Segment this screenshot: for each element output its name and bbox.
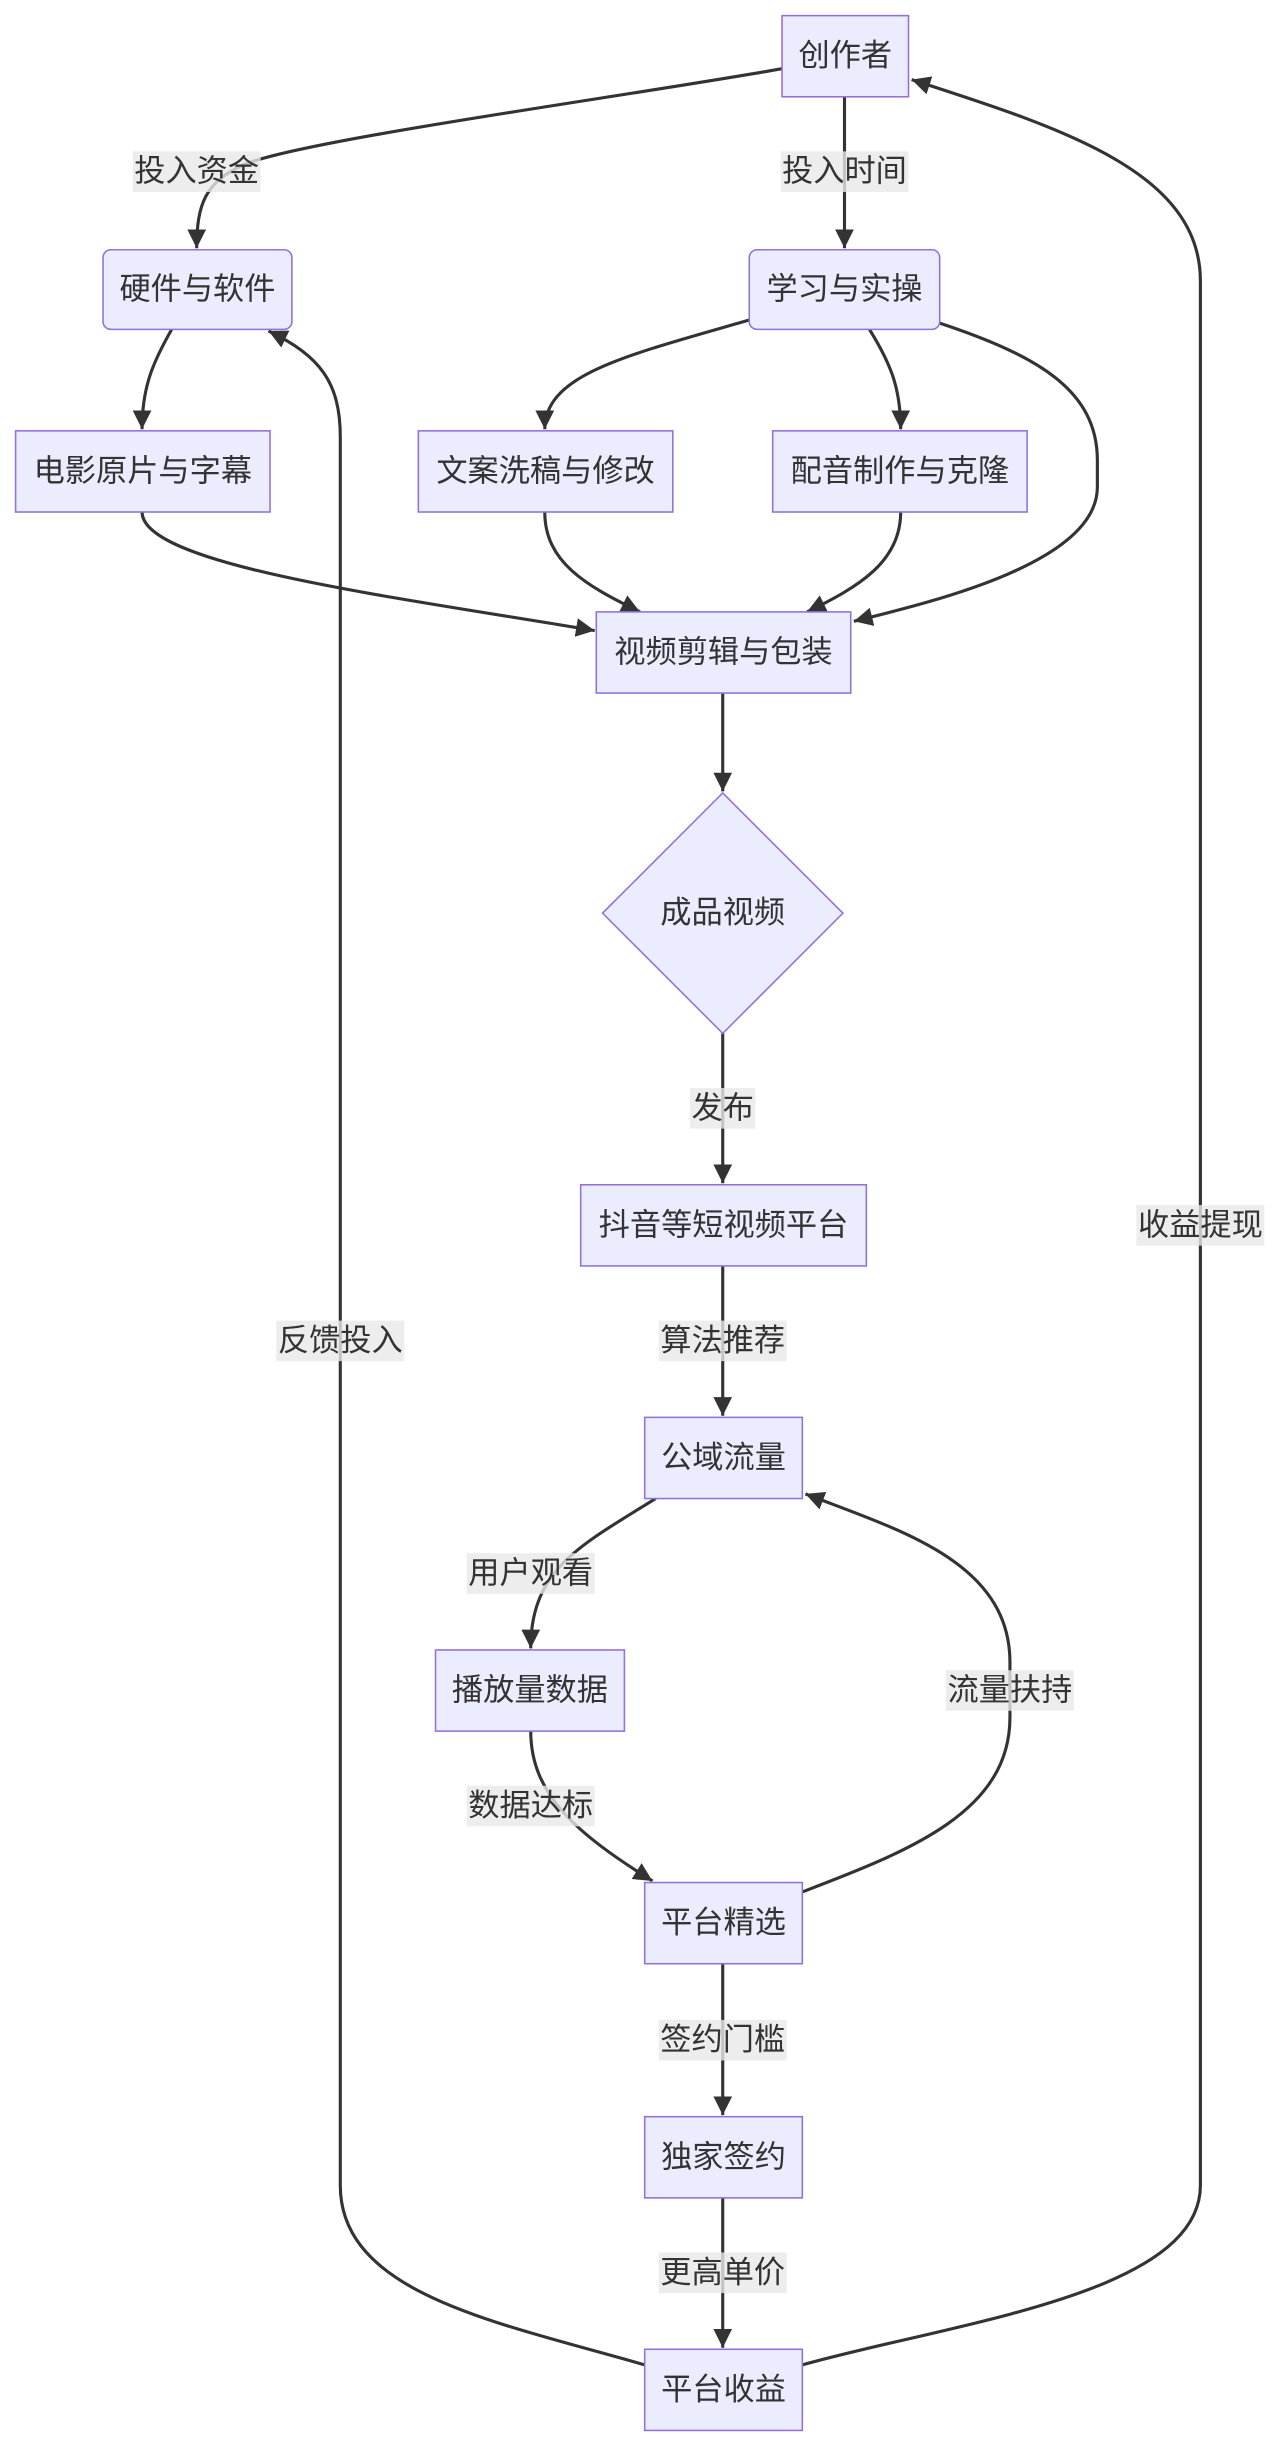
edge-label-algorithm-recommend: 算法推荐 (658, 1320, 787, 1362)
edge-label-contract-threshold: 签约门槛 (658, 2019, 787, 2061)
edge-label-background (1136, 1205, 1265, 1246)
node-label: 平台收益 (661, 2372, 786, 2408)
nodes: 创作者 硬件与软件 学习与实操 电影原片与字幕 文案洗稿与修改 配音制作与克隆 … (14, 14, 1028, 2432)
edge-label-text: 签约门槛 (660, 2022, 785, 2058)
node-box (595, 611, 852, 694)
edge-label-background (466, 1785, 595, 1827)
edge-label-higher-unit-price: 更高单价 (658, 2252, 787, 2294)
node-diamond (601, 791, 845, 1035)
edge-label-background (780, 151, 909, 193)
edge-label-publish: 发布 (689, 1088, 756, 1129)
edge-label-background (689, 1088, 756, 1129)
edge-learning-to-copywriting (535, 318, 750, 430)
edge-hardware-to-movie-footage (132, 328, 174, 430)
node-video-editing: 视频剪辑与包装 (595, 611, 852, 694)
node-box (643, 2115, 804, 2199)
node-box (643, 1416, 804, 1500)
node-label: 学习与实操 (766, 272, 922, 308)
edge-labels: 投入资金 投入时间 发布 算法推荐 用户观看 数据达标 流量扶持 签约门槛 (132, 151, 1265, 2294)
edge-label-invest-funds: 投入资金 (132, 151, 261, 193)
node-finished-video: 成品视频 (601, 791, 845, 1035)
edge-label-background (276, 1320, 405, 1362)
node-platform-featured: 平台精选 (643, 1881, 804, 1965)
node-box (643, 2348, 804, 2432)
edge-label-text: 投入资金 (134, 154, 259, 190)
node-box (417, 430, 674, 513)
edge-label-user-watch: 用户观看 (466, 1553, 595, 1594)
node-creator: 创作者 (781, 14, 910, 98)
edge-label-background (466, 1553, 595, 1594)
node-label: 成品视频 (660, 895, 785, 931)
node-copywriting-rewrite: 文案洗稿与修改 (417, 430, 674, 513)
node-short-video-platform: 抖音等短视频平台 (579, 1184, 868, 1267)
node-label: 播放量数据 (452, 1673, 608, 1709)
edge-label-revenue-withdrawal: 收益提现 (1136, 1205, 1265, 1246)
edge-label-text: 用户观看 (468, 1555, 593, 1591)
edge-label-background (658, 1320, 787, 1362)
edge-label-text: 算法推荐 (660, 1323, 785, 1359)
edge-label-feedback-investment: 反馈投入 (276, 1320, 405, 1362)
node-box (434, 1649, 626, 1732)
edge-revenue-to-hardware-software (267, 329, 646, 2367)
edge-label-background (658, 2019, 787, 2061)
node-label: 硬件与软件 (119, 272, 275, 308)
node-play-count-data: 播放量数据 (434, 1649, 626, 1732)
edge-label-background (658, 2252, 787, 2294)
node-learning-practice: 学习与实操 (748, 248, 941, 331)
node-platform-revenue: 平台收益 (643, 2348, 804, 2432)
node-label: 抖音等短视频平台 (599, 1207, 849, 1243)
edge-learning-to-voiceover (868, 328, 911, 430)
node-label: 独家签约 (661, 2139, 786, 2175)
node-box (102, 248, 293, 331)
edge-label-background (945, 1670, 1074, 1711)
node-label: 视频剪辑与包装 (614, 634, 832, 670)
node-box (748, 248, 941, 331)
node-box (781, 14, 910, 98)
edge-copywriting-to-video-editing (543, 512, 641, 614)
node-box (643, 1881, 804, 1965)
node-box (14, 430, 271, 513)
node-label: 文案洗稿与修改 (436, 453, 654, 489)
edge-voiceover-to-video-editing (806, 512, 903, 614)
edge-label-text: 发布 (692, 1090, 754, 1126)
node-box (771, 430, 1028, 513)
edge-learning-to-video-editing (853, 321, 1099, 626)
node-label: 创作者 (798, 38, 892, 74)
edge-label-data-threshold: 数据达标 (466, 1785, 595, 1827)
node-voiceover-cloning: 配音制作与克隆 (771, 430, 1028, 513)
node-box (579, 1184, 868, 1267)
node-label: 电影原片与字幕 (34, 453, 252, 489)
edge-label-invest-time: 投入时间 (780, 151, 909, 193)
node-hardware-software: 硬件与软件 (102, 248, 293, 331)
edge-label-text: 更高单价 (660, 2255, 785, 2291)
edge-creator-to-hardware-software (187, 67, 783, 249)
edge-label-text: 数据达标 (468, 1788, 593, 1824)
node-label: 配音制作与克隆 (791, 453, 1009, 489)
edge-label-text: 收益提现 (1138, 1207, 1263, 1243)
node-public-traffic: 公域流量 (643, 1416, 804, 1500)
node-label: 平台精选 (661, 1905, 786, 1941)
edge-label-text: 反馈投入 (278, 1323, 403, 1359)
edge-label-traffic-support: 流量扶持 (945, 1670, 1074, 1711)
edge-label-text: 流量扶持 (948, 1673, 1073, 1709)
edge-revenue-to-creator (801, 76, 1202, 2367)
node-label: 公域流量 (661, 1440, 786, 1476)
node-exclusive-contract: 独家签约 (643, 2115, 804, 2199)
edge-label-background (132, 151, 261, 193)
node-movie-footage-subtitles: 电影原片与字幕 (14, 430, 271, 513)
edge-movie-footage-to-video-editing (140, 511, 595, 637)
edge-label-text: 投入时间 (782, 154, 907, 190)
